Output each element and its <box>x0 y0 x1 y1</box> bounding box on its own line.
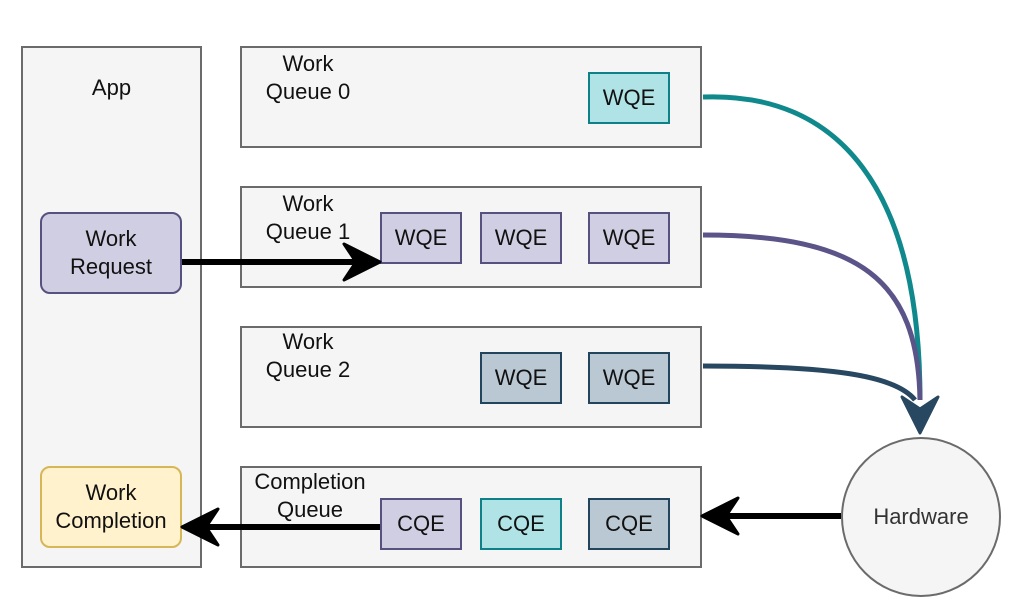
work-request-box[interactable]: Work Request <box>40 212 182 294</box>
arrowhead-hardware-to-cq <box>700 496 740 536</box>
wqe-cell[interactable]: WQE <box>480 212 562 264</box>
cqe-cell[interactable]: CQE <box>588 498 670 550</box>
wqe-cell[interactable]: WQE <box>480 352 562 404</box>
hardware-node[interactable]: Hardware <box>841 437 1001 597</box>
work-queue-2-title: Work Queue 2 <box>265 329 351 382</box>
cqe-cell[interactable]: CQE <box>480 498 562 550</box>
work-completion-box[interactable]: Work Completion <box>40 466 182 548</box>
completion-queue-title: Completion Queue <box>254 469 366 522</box>
wqe-cell[interactable]: WQE <box>588 72 670 124</box>
arrow-wq2-to-hardware <box>702 363 917 402</box>
arrowhead-into-hardware <box>900 395 940 435</box>
arrowhead-request <box>342 242 382 282</box>
wqe-cell[interactable]: WQE <box>380 212 462 264</box>
work-queue-1-title: Work Queue 1 <box>265 191 351 244</box>
arrow-wq1-to-hardware <box>702 232 923 401</box>
app-title: App <box>91 75 132 100</box>
arrowhead-completion <box>180 507 220 547</box>
wqe-cell[interactable]: WQE <box>588 212 670 264</box>
work-queue-0-title: Work Queue 0 <box>265 51 351 104</box>
wqe-cell[interactable]: WQE <box>588 352 670 404</box>
cqe-cell[interactable]: CQE <box>380 498 462 550</box>
arrow-wq0-to-hardware <box>702 94 923 401</box>
